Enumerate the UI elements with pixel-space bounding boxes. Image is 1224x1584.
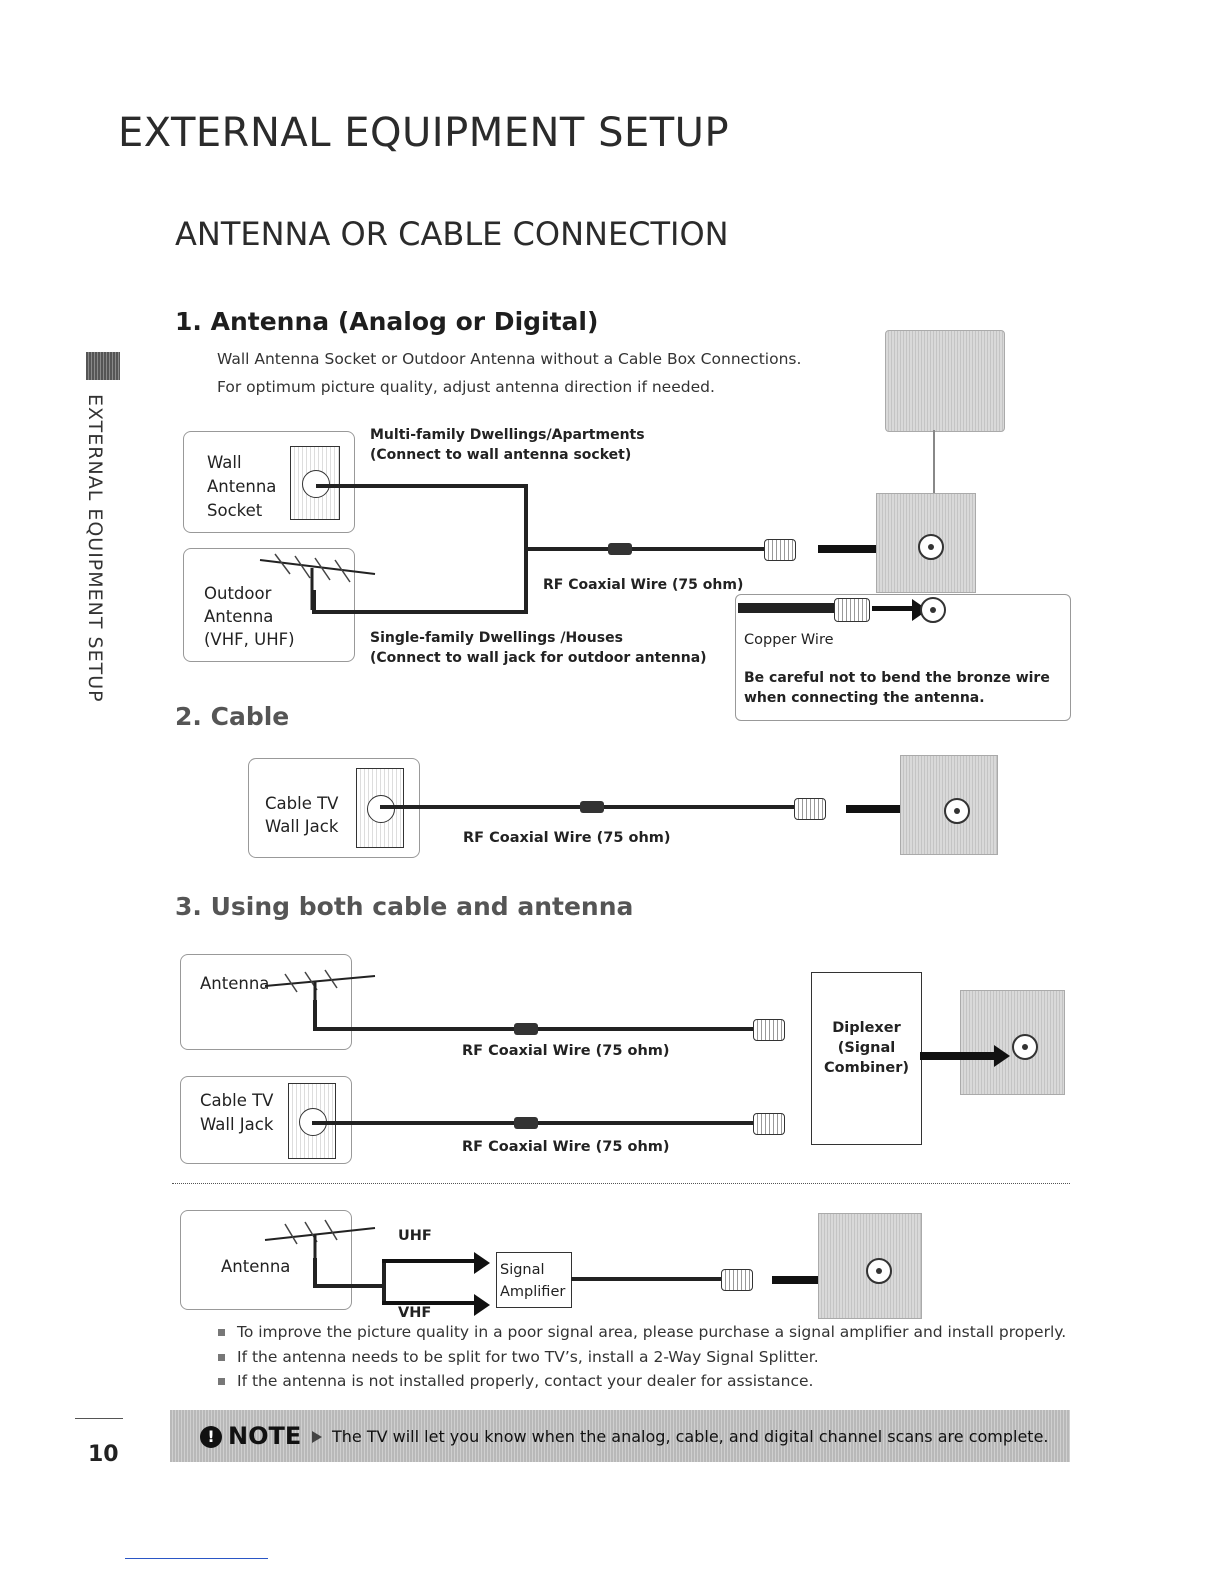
ferrite-core-1 — [608, 543, 632, 555]
tv-connector-line — [933, 430, 935, 500]
amp-antenna-icon — [264, 1219, 376, 1258]
diplexer-label-1: Diplexer — [832, 1020, 901, 1036]
both-rf-wire-label-2: RF Coaxial Wire (75 ohm) — [462, 1139, 670, 1155]
uhf-label: UHF — [398, 1228, 432, 1244]
copper-wire-label: Copper Wire — [744, 632, 834, 648]
page-title: EXTERNAL EQUIPMENT SETUP — [118, 110, 730, 156]
arrow-to-tv-1 — [818, 538, 896, 560]
ferrite-core-3 — [514, 1023, 538, 1035]
bullet-item: If the antenna is not installed properly… — [218, 1372, 813, 1390]
page-number: 10 — [88, 1442, 119, 1467]
side-tab-marker — [86, 352, 120, 380]
single-family-note: (Connect to wall jack for outdoor antenn… — [370, 650, 707, 666]
amp-antenna-mast-wire — [313, 1258, 317, 1288]
outdoor-label-3: (VHF, UHF) — [204, 630, 295, 649]
amp-antenna-box — [180, 1210, 352, 1310]
section-divider — [172, 1183, 1070, 1184]
section-title: ANTENNA OR CABLE CONNECTION — [175, 215, 729, 253]
side-chapter-label: EXTERNAL EQUIPMENT SETUP — [84, 394, 106, 703]
outdoor-antenna-wire — [312, 610, 528, 614]
detail-arrow — [872, 599, 928, 621]
multi-family-note: (Connect to wall antenna socket) — [370, 447, 632, 463]
note-label: NOTE — [228, 1422, 302, 1450]
outdoor-label-2: Antenna — [204, 607, 274, 626]
cable-heading: 2. Cable — [175, 702, 290, 731]
ferrite-core-2 — [580, 801, 604, 813]
both-jack-label-1: Cable TV — [200, 1091, 274, 1110]
amp-output-wire — [571, 1277, 721, 1281]
coax-plug-1 — [764, 539, 796, 561]
caution-line-2: when connecting the antenna. — [744, 690, 985, 706]
bullet-item: To improve the picture quality in a poor… — [218, 1323, 1066, 1341]
antenna-heading: 1. Antenna (Analog or Digital) — [175, 307, 599, 336]
page-number-rule — [75, 1418, 123, 1419]
amplifier-label-2: Amplifier — [500, 1284, 566, 1300]
copper-wire-detail-box — [735, 594, 1071, 721]
detail-coax-wire — [738, 603, 834, 613]
both-antenna-icon — [264, 969, 376, 1008]
amplifier-label-1: Signal — [500, 1262, 545, 1278]
wall-socket-wire — [316, 484, 528, 488]
note-warning-icon: ! — [200, 1426, 222, 1448]
diplexer-label-3: Combiner) — [824, 1060, 909, 1076]
note-text: The TV will let you know when the analog… — [332, 1427, 1049, 1446]
antenna-intro-line-2: For optimum picture quality, adjust ante… — [217, 378, 715, 396]
antenna-port-icon-3 — [1012, 1034, 1038, 1060]
amp-split-vertical-wire — [382, 1259, 386, 1305]
cable-jack-label-2: Wall Jack — [265, 817, 339, 836]
antenna-port-icon-4 — [866, 1258, 892, 1284]
antenna-intro-line-1: Wall Antenna Socket or Outdoor Antenna w… — [217, 350, 802, 368]
rf-wire-label-1: RF Coaxial Wire (75 ohm) — [543, 577, 744, 593]
outdoor-antenna-icon — [259, 553, 376, 610]
footer-link-line — [125, 1558, 268, 1559]
both-heading: 3. Using both cable and antenna — [175, 892, 634, 921]
bullet-item: If the antenna needs to be split for two… — [218, 1348, 819, 1366]
amp-coax-plug — [721, 1269, 753, 1291]
vhf-arrow — [382, 1294, 490, 1316]
wall-label-3: Socket — [207, 501, 263, 520]
wall-socket-plate-icon — [290, 446, 340, 520]
both-antenna-coax-plug — [753, 1019, 785, 1041]
tv-back-illustration — [885, 330, 1005, 432]
coax-wire-1 — [524, 547, 764, 551]
both-jack-label-2: Wall Jack — [200, 1115, 274, 1134]
caution-line-1: Be careful not to bend the bronze wire — [744, 670, 1050, 686]
cable-jack-label-1: Cable TV — [265, 794, 339, 813]
vhf-label: VHF — [398, 1305, 432, 1321]
wall-label-2: Antenna — [207, 477, 277, 496]
uhf-arrow — [382, 1252, 490, 1274]
diplexer-label-2: (Signal — [837, 1040, 896, 1056]
multi-family-label: Multi-family Dwellings/Apartments — [370, 427, 645, 443]
arrow-to-tv-3 — [920, 1045, 1010, 1067]
antenna-port-icon-1 — [918, 534, 944, 560]
cable-coax-plug — [794, 798, 826, 820]
amp-antenna-label: Antenna — [221, 1257, 291, 1276]
outdoor-mast-wire — [312, 590, 316, 614]
single-family-label: Single-family Dwellings /Houses — [370, 630, 623, 646]
both-cable-coax-plug — [753, 1113, 785, 1135]
ferrite-core-4 — [514, 1117, 538, 1129]
detail-antenna-port-icon — [920, 597, 946, 623]
detail-coax-plug — [834, 598, 870, 622]
both-antenna-label: Antenna — [200, 974, 270, 993]
antenna-port-icon-2 — [944, 798, 970, 824]
outdoor-label-1: Outdoor — [204, 584, 272, 603]
both-antenna-mast-wire — [313, 1000, 317, 1030]
note-arrow-icon — [312, 1431, 322, 1443]
amp-split-wire — [313, 1284, 385, 1288]
cable-rf-wire-label: RF Coaxial Wire (75 ohm) — [463, 830, 671, 846]
wall-label-1: Wall — [207, 453, 242, 472]
both-antenna-box — [180, 954, 352, 1050]
both-rf-wire-label-1: RF Coaxial Wire (75 ohm) — [462, 1043, 670, 1059]
arrow-to-tv-2 — [846, 798, 918, 820]
tv-antenna-input-panel-2 — [900, 755, 998, 855]
diplexer-box — [811, 972, 922, 1145]
outdoor-antenna-box — [183, 548, 355, 662]
signal-amplifier-box — [496, 1252, 572, 1308]
